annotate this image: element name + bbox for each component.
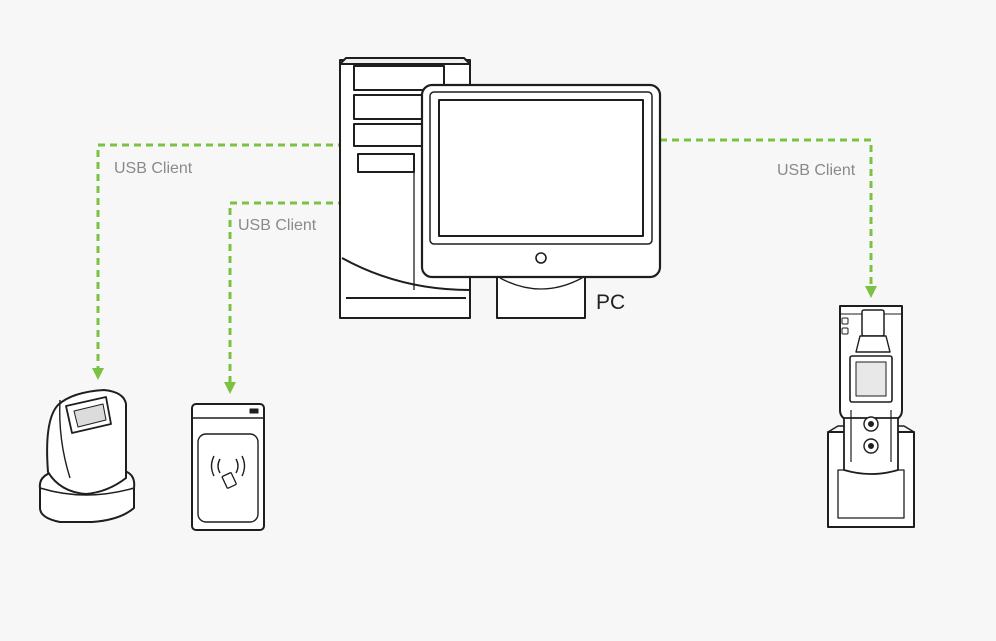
handheld-terminal — [827, 305, 915, 528]
connector-handheld-terminal — [660, 138, 877, 298]
connector-card-reader — [224, 201, 345, 394]
usb-client-label-card-reader: USB Client — [238, 217, 317, 234]
pc-monitor — [420, 83, 662, 319]
connectors — [92, 138, 877, 394]
card-reader — [191, 403, 265, 531]
usb-client-label-fingerprint: USB Client — [114, 160, 193, 177]
connector-fingerprint-reader — [92, 143, 345, 380]
pc-label: PC — [596, 291, 626, 314]
fingerprint-reader — [38, 389, 136, 523]
usb-client-label-handheld: USB Client — [777, 162, 856, 179]
